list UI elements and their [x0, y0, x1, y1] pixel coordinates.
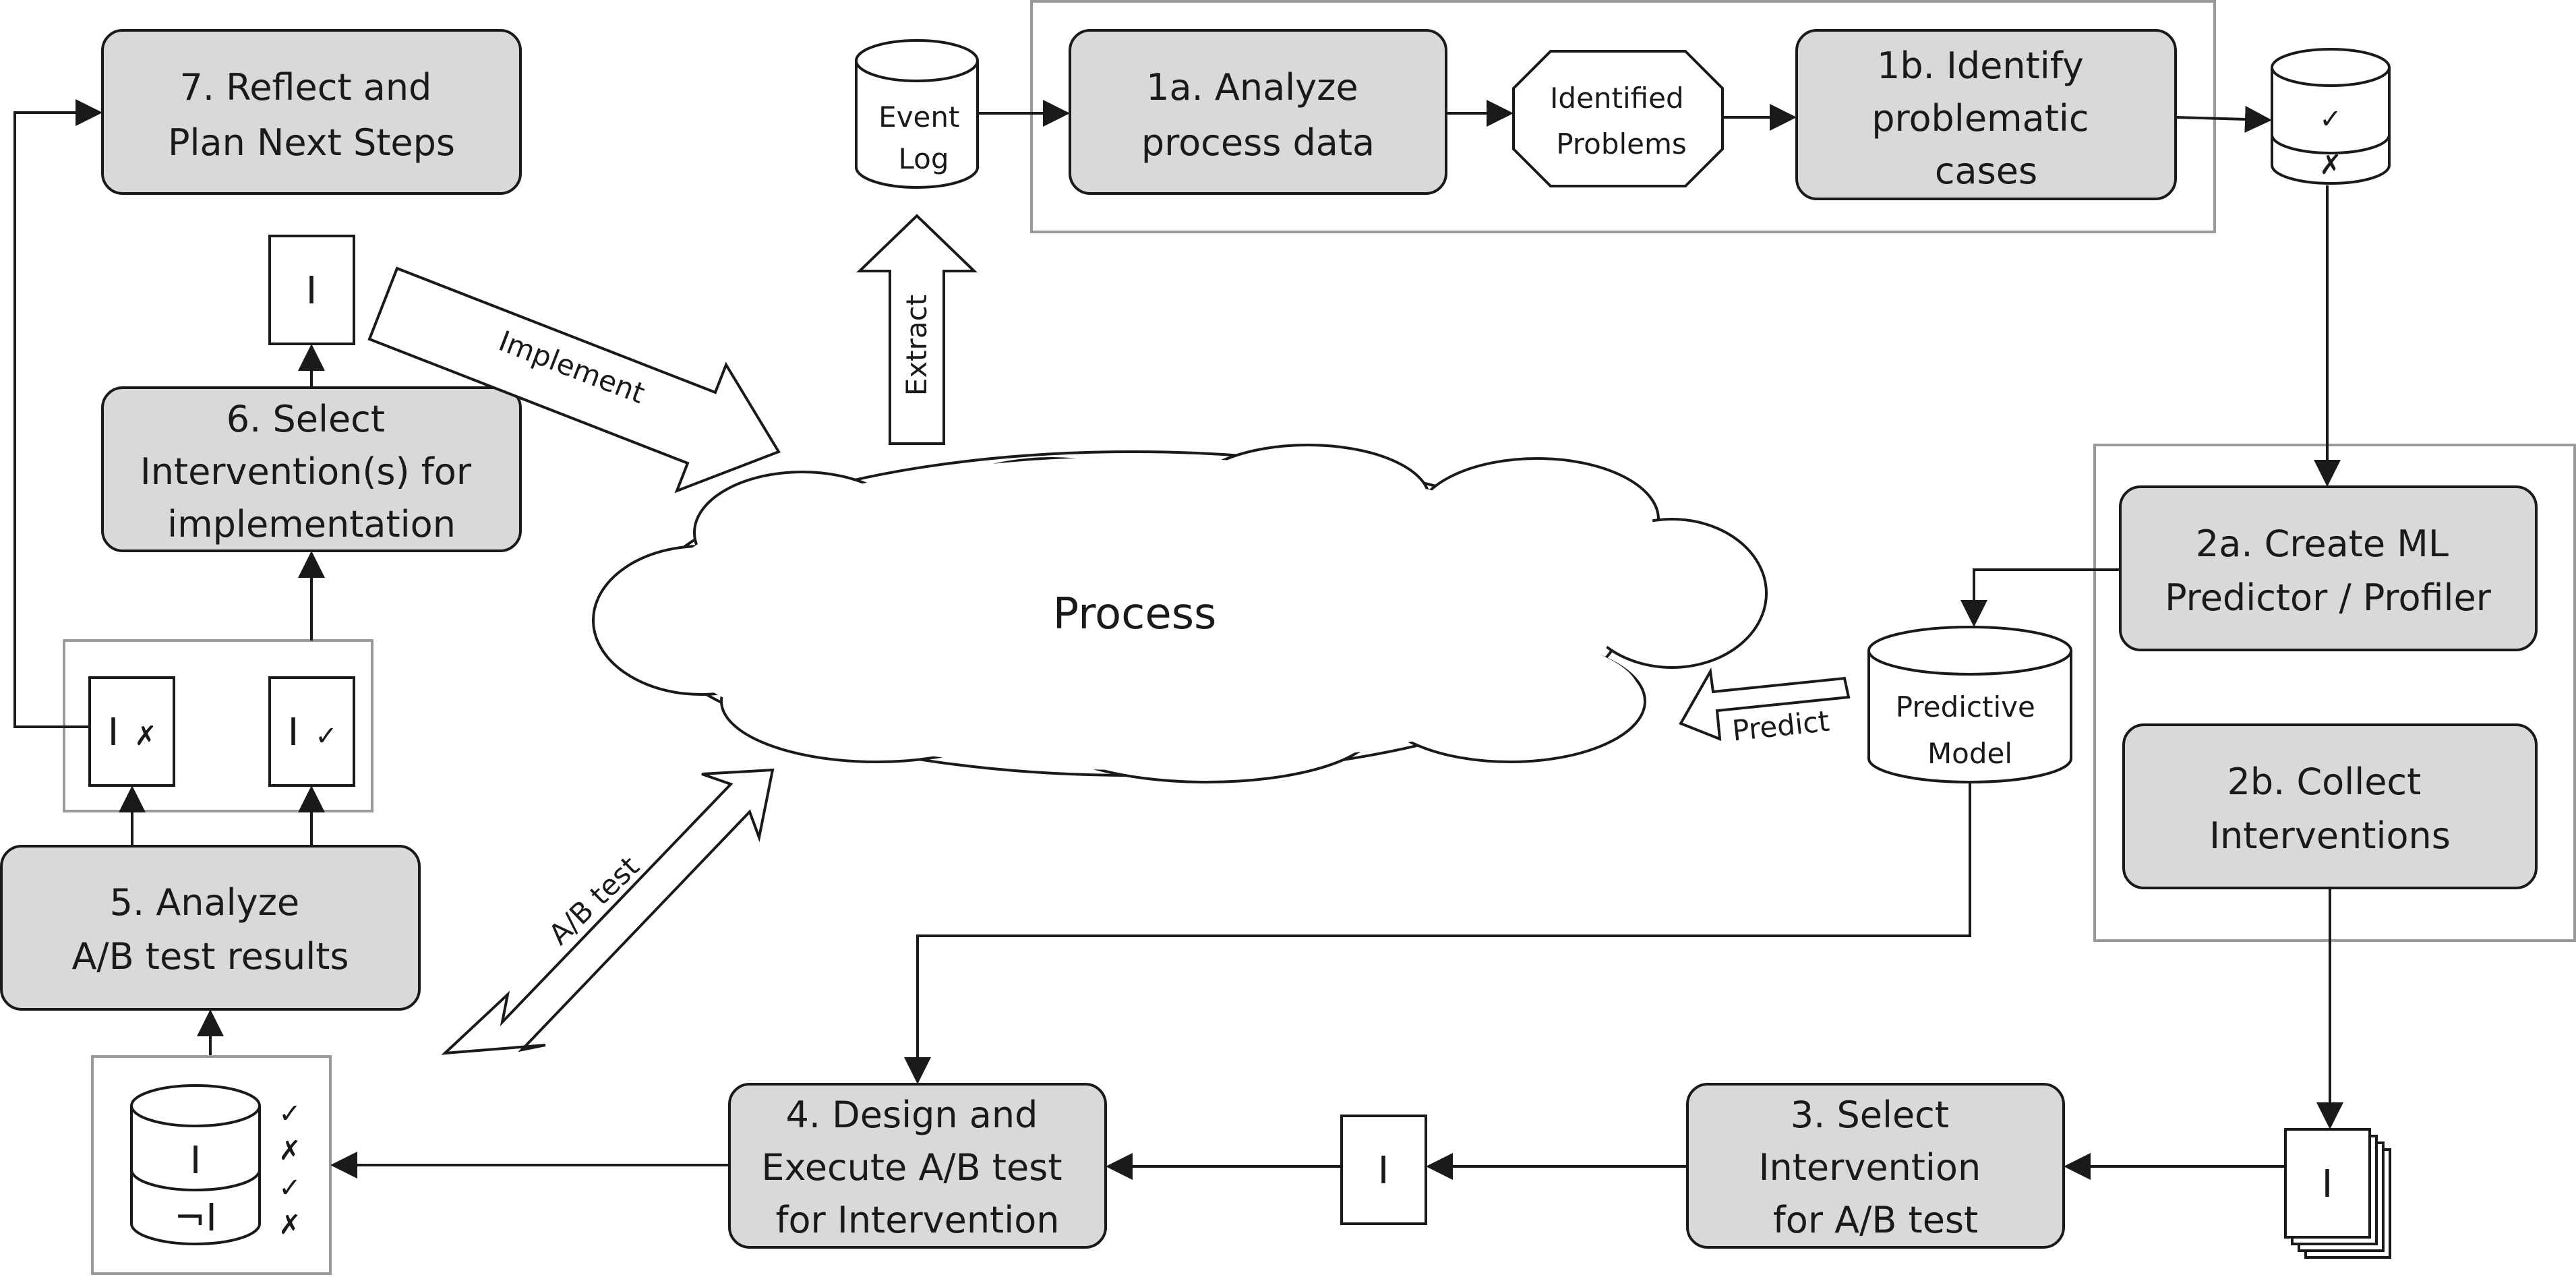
svg-text:1a. Analyze process data: 1a. Analyze process data: [1141, 66, 1375, 164]
step-3-line-3: for A/B test: [1773, 1199, 1978, 1241]
phase-1-group: [1030, 0, 2216, 233]
ab-data-database: I ¬I ✓ ✗ ✓ ✗: [130, 1084, 301, 1245]
intervention-doc-step4-symbol: I: [1378, 1149, 1389, 1193]
step-2a-line-1: 2a. Create ML: [2196, 523, 2449, 565]
event-log-database: Event Log: [855, 39, 979, 189]
intervention-doc-step6-symbol: I: [306, 269, 318, 313]
process-cloud: Process: [592, 444, 1768, 783]
ab-data-not-intervention-icon: ¬I: [174, 1196, 216, 1240]
intervention-stack-symbol: I: [2322, 1162, 2333, 1206]
step-4-line-1: 4. Design and: [785, 1094, 1038, 1136]
svg-text:5. Analyze A/B test resu: 5. Analyze A/B test results: [71, 881, 349, 978]
svg-text:3. Select Intervention: 3. Select Intervention for A/B test: [1759, 1094, 1993, 1241]
step-6-line-1: 6. Select: [227, 398, 385, 440]
ab-test-arrow: A/B test: [441, 768, 775, 1055]
svg-text:7. Reflect and Plan Next: 7. Reflect and Plan Next Steps: [168, 66, 455, 164]
step-6-line-2: Intervention(s) for: [140, 450, 472, 493]
event-log-line-2: Log: [898, 142, 949, 175]
step-3-select-ab: 3. Select Intervention for A/B test: [1686, 1083, 2065, 1249]
svg-text:2a. Create ML Predictor: 2a. Create ML Predictor / Profiler: [2165, 523, 2492, 619]
svg-text:Identified Problems: Identified Problems: [1550, 82, 1693, 160]
step-7-reflect: 7. Reflect and Plan Next Steps: [101, 29, 522, 195]
process-label: Process: [1053, 589, 1217, 639]
ab-data-cross-icon-1: ✗: [278, 1135, 301, 1166]
intervention-rejected-doc: I ✗: [88, 676, 175, 787]
identified-problems-line-1: Identified: [1550, 82, 1684, 115]
step-3-line-2: Intervention: [1759, 1146, 1981, 1189]
intervention-doc-step6: I: [268, 235, 355, 345]
step-2a-create-ml: 2a. Create ML Predictor / Profiler: [2119, 485, 2538, 651]
connectors: [13, 99, 2343, 1180]
predictive-model-line-2: Model: [1927, 737, 2012, 770]
connector-1b-to-store: [2176, 105, 2272, 133]
predictive-model-database: Predictive Model: [1867, 626, 2072, 783]
svg-text:6. Select Intervention(s: 6. Select Intervention(s) for implementa…: [140, 398, 483, 545]
phase-2-group: [2093, 444, 2576, 942]
step-1a-line-1: 1a. Analyze: [1146, 66, 1358, 109]
event-log-line-1: Event: [878, 100, 959, 133]
step-3-line-1: 3. Select: [1791, 1094, 1949, 1136]
intervention-doc-step4: I: [1340, 1115, 1427, 1225]
step-1a-line-2: process data: [1141, 121, 1375, 164]
step-4-line-3: for Intervention: [775, 1199, 1059, 1241]
connector-2a-to-model: [1960, 568, 2120, 627]
implement-arrow: Implement: [367, 266, 781, 494]
connector-rejected-to-7: [13, 99, 102, 728]
problem-cases-cross-icon: ✗: [2319, 150, 2342, 181]
identified-problems-node: Identified Problems: [1512, 50, 1724, 187]
step-5-line-1: 5. Analyze: [110, 881, 299, 924]
svg-text:4. Design and Execute A/: 4. Design and Execute A/B test for Inter…: [761, 1094, 1073, 1241]
step-2b-line-2: Interventions: [2209, 814, 2451, 857]
step-1a-analyze: 1a. Analyze process data: [1069, 29, 1447, 195]
extract-arrow: Extract: [856, 214, 978, 445]
ab-data-intervention-icon: I: [190, 1139, 202, 1183]
step-1b-line-3: cases: [1935, 150, 2037, 192]
problem-cases-check-icon: ✓: [2319, 104, 2342, 135]
step-1b-identify: 1b. Identify problematic cases: [1795, 29, 2177, 200]
connector-model-to-4: [904, 782, 1971, 1084]
step-5-analyze-ab: 5. Analyze A/B test results: [0, 845, 421, 1011]
step-4-design-ab: 4. Design and Execute A/B test for Inter…: [728, 1083, 1107, 1249]
step-6-line-3: implementation: [167, 503, 456, 545]
identified-problems-line-2: Problems: [1556, 127, 1687, 160]
problem-cases-database: ✓ ✗: [2271, 48, 2391, 185]
ab-data-check-icon-1: ✓: [278, 1098, 301, 1129]
extract-label: Extract: [900, 295, 933, 396]
intervention-rejected-cross-icon: ✗: [134, 721, 157, 752]
step-7-line-2: Plan Next Steps: [168, 121, 455, 164]
intervention-accepted-symbol: I: [288, 711, 299, 754]
predict-label: Predict: [1731, 705, 1831, 748]
svg-text:2b. Collect Intervention: 2b. Collect Interventions: [2209, 761, 2451, 857]
step-2a-line-2: Predictor / Profiler: [2165, 576, 2492, 619]
intervention-rejected-symbol: I: [108, 711, 119, 754]
ab-data-check-icon-2: ✓: [278, 1172, 301, 1204]
svg-text:Predictive Model: Predictive Model: [1896, 690, 2044, 770]
predict-arrow: Predict: [1679, 667, 1851, 748]
step-5-line-2: A/B test results: [71, 935, 349, 978]
step-1b-line-2: problematic: [1871, 97, 2089, 140]
svg-text:Event Log: Event Log: [878, 100, 969, 175]
step-1b-line-1: 1b. Identify: [1877, 44, 2084, 87]
ab-data-cross-icon-2: ✗: [278, 1210, 301, 1241]
step-7-line-1: 7. Reflect and: [179, 66, 431, 109]
intervention-accepted-check-icon: ✓: [315, 721, 338, 752]
step-6-select-implementation: 6. Select Intervention(s) for implementa…: [101, 386, 522, 552]
step-2b-collect: 2b. Collect Interventions: [2122, 723, 2538, 889]
intervention-stack-step3: I: [2284, 1128, 2391, 1259]
step-4-line-2: Execute A/B test: [761, 1146, 1062, 1189]
step-2b-line-1: 2b. Collect: [2227, 761, 2422, 803]
predictive-model-line-1: Predictive: [1896, 690, 2035, 723]
intervention-accepted-doc: I ✓: [268, 676, 355, 787]
svg-text:1b. Identify problematic: 1b. Identify problematic cases: [1871, 44, 2101, 192]
